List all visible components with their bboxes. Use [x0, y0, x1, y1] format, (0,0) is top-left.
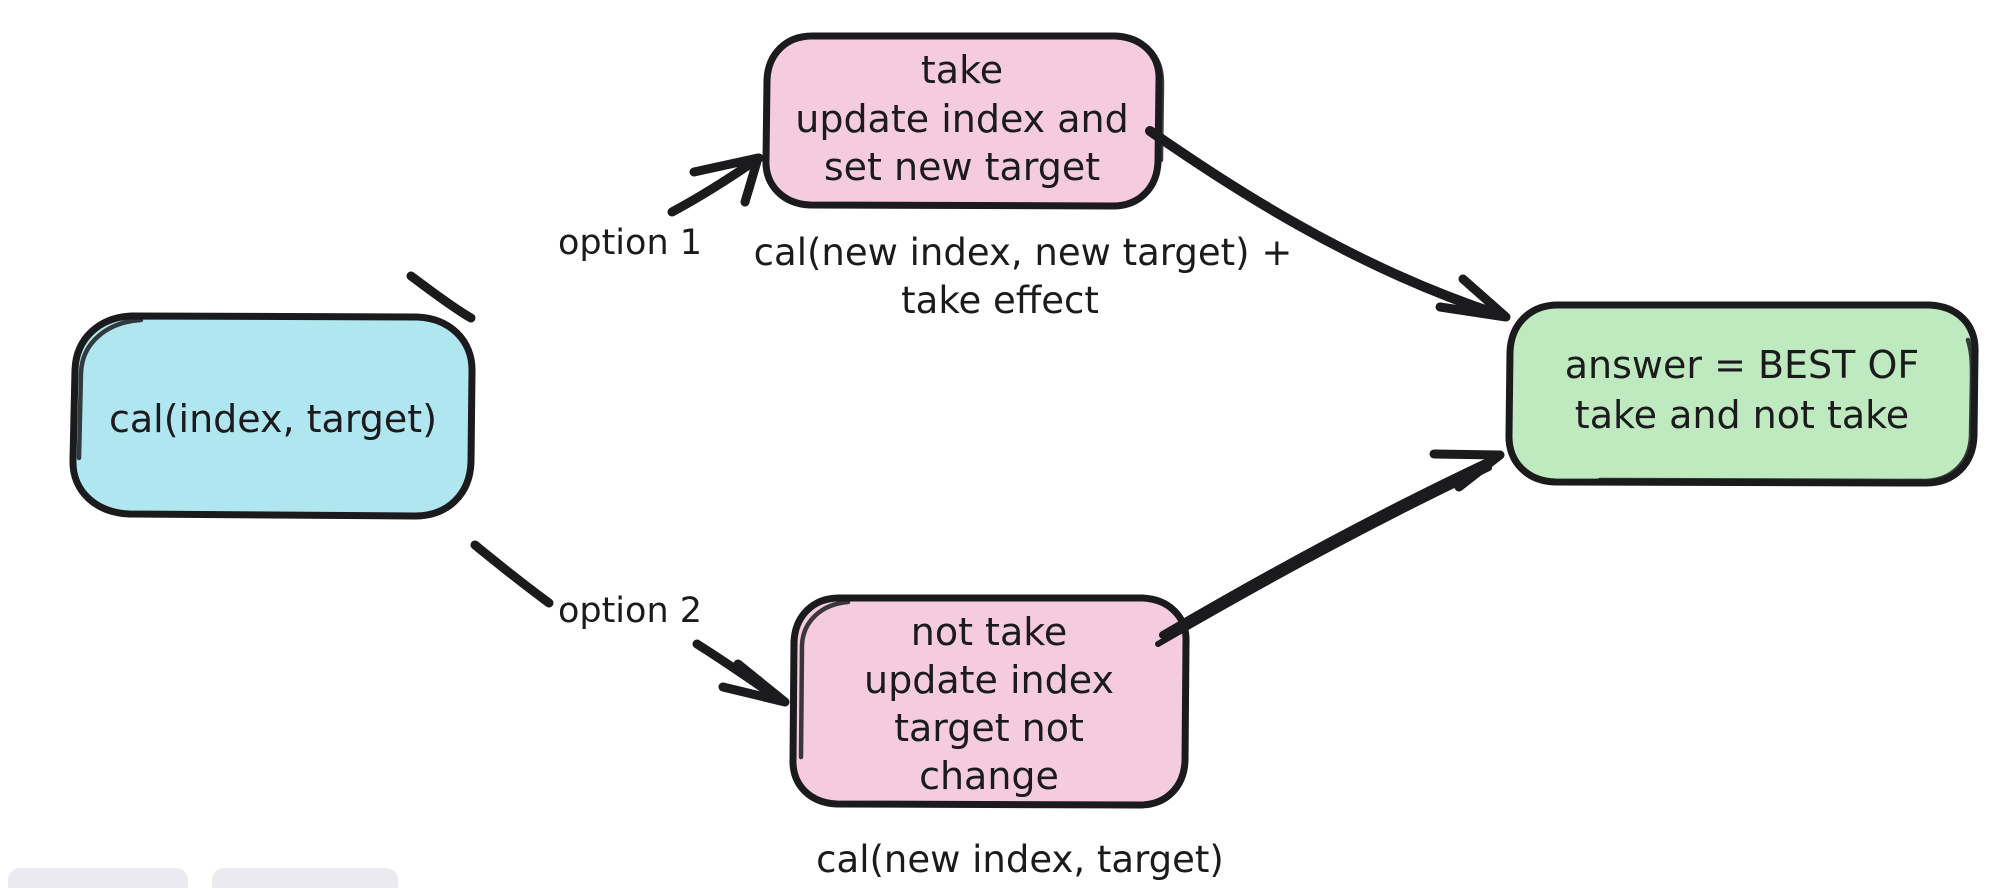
node-take-line-1: take	[921, 48, 1003, 92]
caption-take-line-1: cal(new index, new target) +	[754, 231, 1293, 274]
node-not-take-line-3: target not	[894, 706, 1084, 750]
node-not-take-line-2: update index	[864, 658, 1114, 702]
node-start-fill	[72, 316, 473, 516]
edge-not-take-answer-arrowhead	[1429, 449, 1505, 492]
node-take[interactable]: take update index and set new target	[762, 32, 1165, 210]
node-not-take-fill	[792, 598, 1187, 805]
edge-not-take-answer-line-a	[1159, 456, 1496, 639]
edge-take-answer[interactable]	[1145, 126, 1511, 322]
edge-not-take-answer-line-b	[1155, 465, 1492, 647]
node-not-take-line-4: change	[919, 754, 1059, 798]
node-start-label: cal(index, target)	[109, 397, 437, 441]
node-take-outline-sketch	[1149, 49, 1165, 163]
edge-option-1-arrowhead	[689, 153, 763, 207]
toolbar-chip-left[interactable]	[8, 868, 188, 888]
node-take-line-2: update index and	[795, 97, 1129, 141]
edge-option-2-segment-upper	[470, 540, 554, 608]
node-answer-fill	[1508, 305, 1976, 483]
node-start-outline-sketch	[76, 317, 144, 461]
node-not-take[interactable]: not take update index target not change	[789, 594, 1190, 809]
edge-take-answer-line	[1145, 126, 1505, 320]
node-not-take-outline	[789, 594, 1190, 809]
edge-option-1[interactable]: option 1	[406, 153, 764, 323]
node-answer-line-2: take and not take	[1575, 393, 1909, 437]
edge-option-2-label: option 2	[558, 591, 702, 631]
caption-take-line-2: take effect	[901, 279, 1099, 322]
node-start-outline	[69, 312, 476, 520]
node-answer-outline-sketch	[1597, 337, 1975, 484]
node-take-line-3: set new target	[824, 145, 1100, 189]
caption-take: cal(new index, new target) + take effect	[754, 231, 1293, 322]
edge-option-1-label: option 1	[558, 223, 702, 263]
node-not-take-line-1: not take	[911, 610, 1068, 654]
edge-not-take-answer[interactable]	[1155, 449, 1505, 647]
node-answer[interactable]: answer = BEST OF take and not take	[1505, 301, 1979, 487]
caption-not-take: cal(new index, target)	[816, 838, 1224, 881]
node-take-fill	[765, 36, 1160, 206]
edge-option-2-arrowhead	[718, 659, 790, 707]
edge-take-answer-arrowhead	[1435, 274, 1511, 322]
caption-not-take-line-1: cal(new index, target)	[816, 838, 1224, 881]
toolbar-chip-right[interactable]	[212, 868, 398, 888]
node-not-take-outline-sketch	[798, 599, 851, 760]
edge-option-2[interactable]: option 2	[470, 540, 790, 707]
edge-option-1-segment-lower	[406, 271, 476, 323]
node-answer-line-1: answer = BEST OF	[1565, 343, 1920, 387]
node-start[interactable]: cal(index, target)	[69, 312, 476, 520]
